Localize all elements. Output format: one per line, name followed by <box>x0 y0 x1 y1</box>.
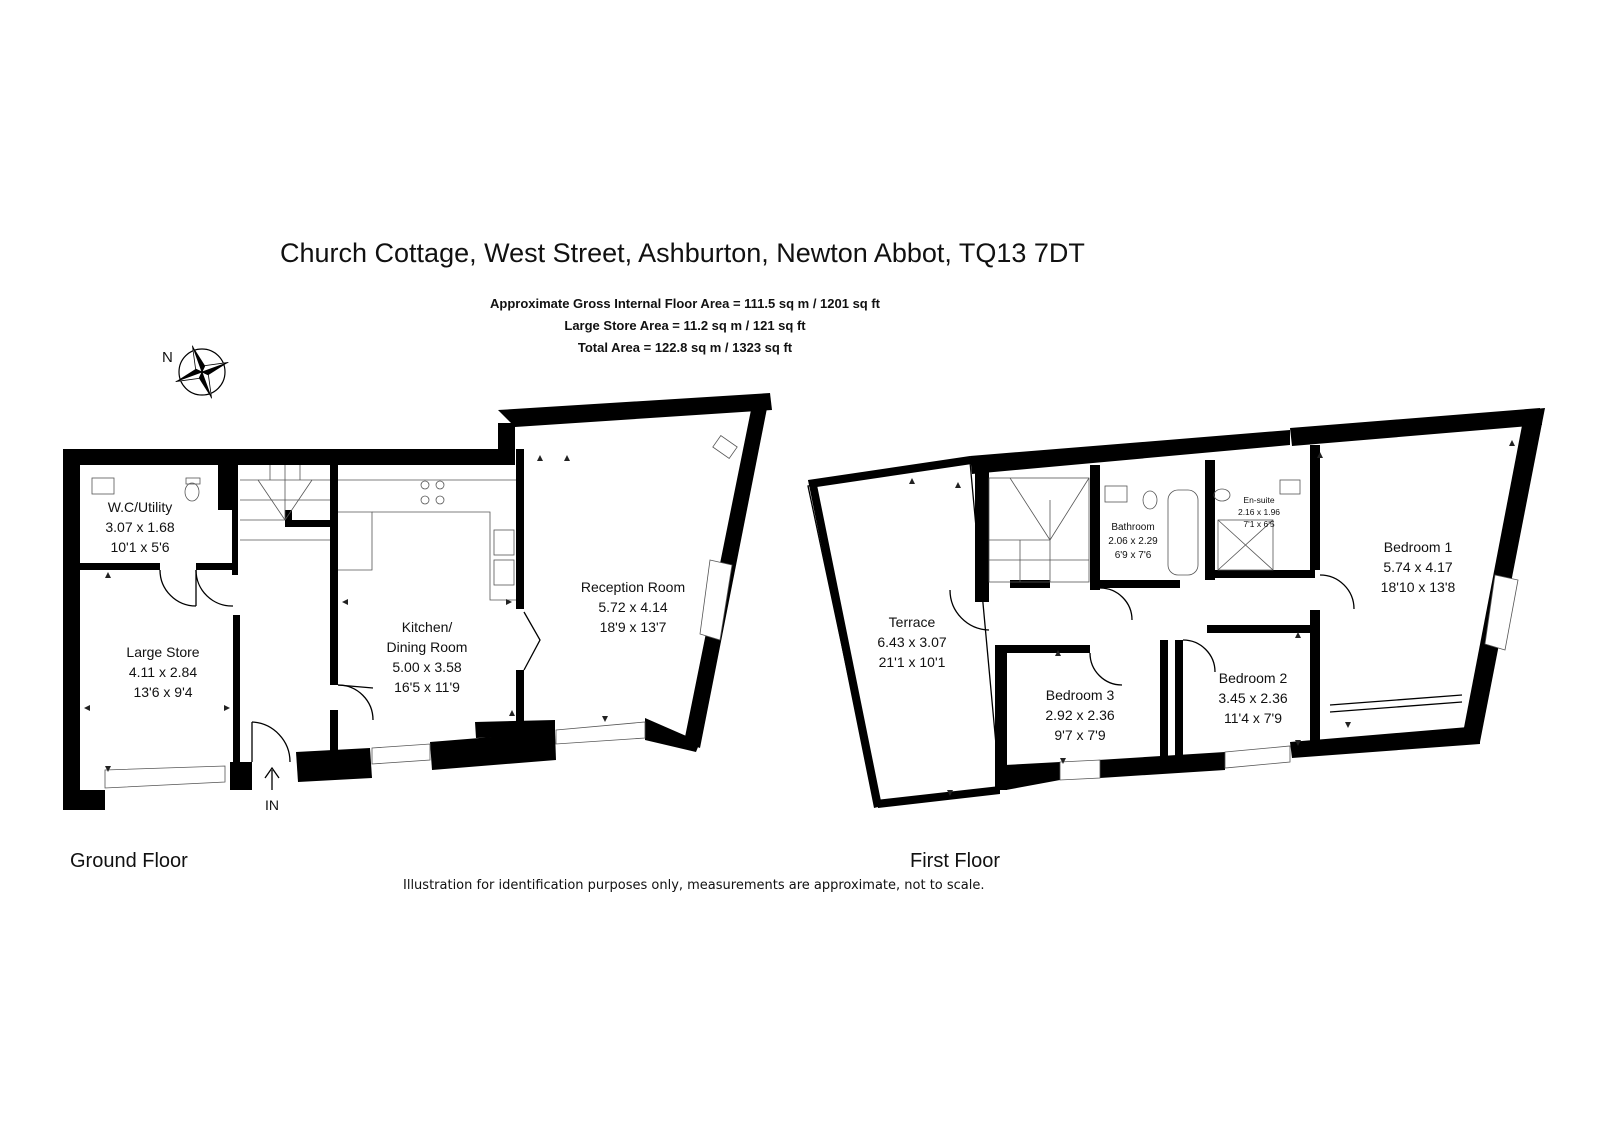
room-en-suite: En-suite 2.16 x 1.96 7'1 x 6'5 <box>1238 495 1280 529</box>
room-metric: 2.92 x 2.36 <box>1045 707 1114 723</box>
room-kitchen-dining: Kitchen/ Dining Room 5.00 x 3.58 16'5 x … <box>387 619 468 695</box>
total-area: Total Area = 122.8 sq m / 1323 sq ft <box>578 340 793 355</box>
compass-icon <box>175 345 229 399</box>
room-bedroom-1: Bedroom 1 5.74 x 4.17 18'10 x 13'8 <box>1381 539 1456 595</box>
room-name: En-suite <box>1243 495 1274 505</box>
room-imperial: 9'7 x 7'9 <box>1054 727 1105 743</box>
room-imperial: 21'1 x 10'1 <box>879 654 946 670</box>
large-store-area: Large Store Area = 11.2 sq m / 121 sq ft <box>564 318 806 333</box>
room-metric: 2.06 x 2.29 <box>1108 536 1158 547</box>
room-imperial: 11'4 x 7'9 <box>1224 710 1282 726</box>
room-name: Large Store <box>126 644 199 660</box>
room-metric: 5.74 x 4.17 <box>1383 559 1452 575</box>
room-bedroom-2: Bedroom 2 3.45 x 2.36 11'4 x 7'9 <box>1218 670 1287 726</box>
room-imperial: 7'1 x 6'5 <box>1243 519 1274 529</box>
first-floor-label: First Floor <box>910 850 1000 872</box>
compass-north-label: N <box>162 349 173 366</box>
ground-floor-plan: IN <box>63 393 772 813</box>
room-imperial: 18'9 x 13'7 <box>600 619 667 635</box>
room-reception: Reception Room 5.72 x 4.14 18'9 x 13'7 <box>581 579 685 635</box>
room-imperial: 10'1 x 5'6 <box>110 539 169 555</box>
room-terrace: Terrace 6.43 x 3.07 21'1 x 10'1 <box>877 614 946 670</box>
room-large-store: Large Store 4.11 x 2.84 13'6 x 9'4 <box>126 644 199 700</box>
room-metric: 3.45 x 2.36 <box>1218 690 1287 706</box>
room-name: W.C/Utility <box>108 499 173 515</box>
room-metric: 4.11 x 2.84 <box>129 664 197 680</box>
room-wc-utility: W.C/Utility 3.07 x 1.68 10'1 x 5'6 <box>105 499 174 555</box>
gross-internal-area: Approximate Gross Internal Floor Area = … <box>490 296 881 311</box>
property-title: Church Cottage, West Street, Ashburton, … <box>280 238 1085 268</box>
room-imperial: 18'10 x 13'8 <box>1381 579 1456 595</box>
ground-floor-label: Ground Floor <box>70 850 188 872</box>
room-name: Bedroom 2 <box>1219 670 1288 686</box>
entrance-arrow-icon <box>264 766 280 790</box>
room-name-line2: Dining Room <box>387 639 468 655</box>
room-metric: 6.43 x 3.07 <box>877 634 946 650</box>
room-metric: 2.16 x 1.96 <box>1238 507 1280 517</box>
room-name: Bathroom <box>1111 522 1154 533</box>
room-imperial: 16'5 x 11'9 <box>394 679 460 695</box>
room-bathroom: Bathroom 2.06 x 2.29 6'9 x 7'6 <box>1108 522 1158 561</box>
room-name: Bedroom 3 <box>1046 687 1115 703</box>
room-imperial: 6'9 x 7'6 <box>1115 550 1152 561</box>
room-name: Bedroom 1 <box>1384 539 1453 555</box>
entrance-label: IN <box>265 797 279 813</box>
room-name: Reception Room <box>581 579 685 595</box>
room-bedroom-3: Bedroom 3 2.92 x 2.36 9'7 x 7'9 <box>1045 687 1114 743</box>
room-imperial: 13'6 x 9'4 <box>133 684 192 700</box>
first-floor-plan <box>807 408 1545 808</box>
room-metric: 3.07 x 1.68 <box>105 519 174 535</box>
room-name: Terrace <box>889 614 936 630</box>
room-metric: 5.00 x 3.58 <box>392 659 461 675</box>
room-name: Kitchen/ <box>402 619 453 635</box>
room-metric: 5.72 x 4.14 <box>598 599 667 615</box>
disclaimer-text: Illustration for identification purposes… <box>403 878 985 893</box>
